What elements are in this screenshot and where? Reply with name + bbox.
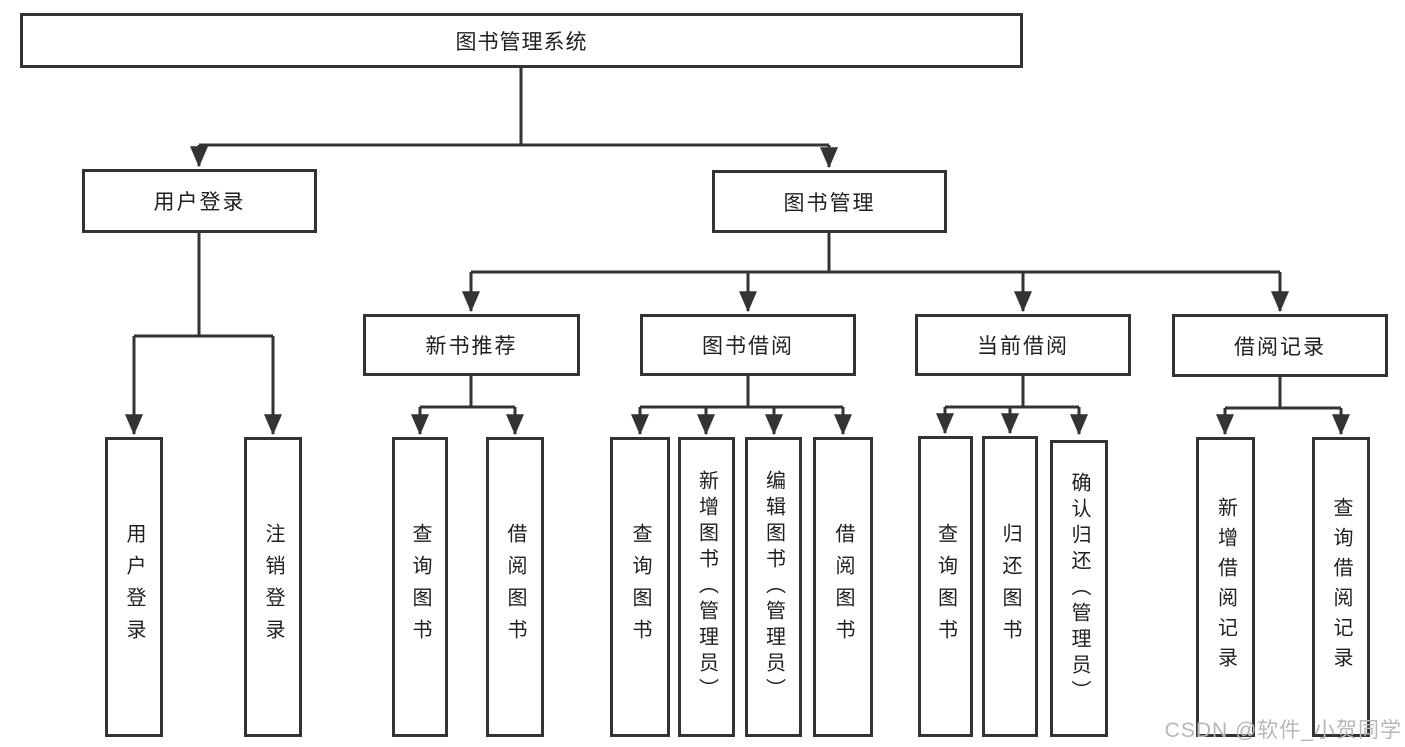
node-borrowing-records: 借阅记录 [1172, 314, 1388, 377]
node-book-borrowing: 图书借阅 [640, 314, 856, 376]
leaf-logout: 注销登录 [244, 437, 302, 737]
node-current-borrowing: 当前借阅 [915, 314, 1131, 376]
node-label: 新书推荐 [425, 335, 518, 358]
node-label: 注销登录 [262, 523, 284, 651]
node-library-management-system: 图书管理系统 [20, 13, 1023, 68]
leaf-add-books-admin: 新增图书（管理员） [678, 437, 735, 737]
node-label: 用户登录 [153, 191, 246, 214]
leaf-return-books: 归还图书 [982, 436, 1038, 737]
node-label: 借阅记录 [1234, 335, 1326, 359]
node-label: 新增借阅记录 [1214, 497, 1237, 677]
leaf-query-books-borrow: 查询图书 [610, 437, 670, 737]
node-label: 借阅图书 [504, 523, 526, 651]
leaf-add-borrow-record: 新增借阅记录 [1196, 437, 1255, 737]
leaf-edit-books-admin: 编辑图书（管理员） [745, 437, 802, 737]
leaf-query-borrow-record: 查询借阅记录 [1312, 437, 1370, 737]
node-label: 确认归还（管理员） [1068, 471, 1090, 706]
node-label: 用户登录 [123, 523, 145, 651]
node-label: 查询图书 [629, 523, 651, 651]
csdn-watermark: CSDN @软件_小贺同学 [1164, 719, 1402, 742]
node-label: 借阅图书 [832, 523, 854, 651]
node-book-management: 图书管理 [712, 170, 947, 233]
node-label: 图书借阅 [702, 335, 794, 358]
node-label: 查询图书 [934, 522, 957, 651]
leaf-confirm-return-admin: 确认归还（管理员） [1050, 440, 1108, 737]
leaf-borrow-books: 借阅图书 [813, 437, 873, 737]
leaf-query-books-current: 查询图书 [918, 436, 973, 737]
node-label: 新增图书（管理员） [695, 470, 718, 704]
leaf-user-login: 用户登录 [105, 437, 163, 737]
node-label: 查询图书 [409, 523, 431, 651]
node-label: 当前借阅 [977, 335, 1069, 358]
node-new-book-recommendation: 新书推荐 [363, 314, 580, 376]
leaf-query-books-recommend: 查询图书 [392, 437, 448, 737]
node-label: 归还图书 [999, 522, 1021, 651]
leaf-borrow-books-recommend: 借阅图书 [486, 437, 544, 737]
node-label: 查询借阅记录 [1330, 497, 1352, 677]
node-user-login: 用户登录 [82, 169, 317, 233]
node-label: 图书管理 [783, 191, 876, 215]
node-label: 编辑图书（管理员） [762, 470, 785, 704]
node-label: 图书管理系统 [455, 30, 588, 54]
